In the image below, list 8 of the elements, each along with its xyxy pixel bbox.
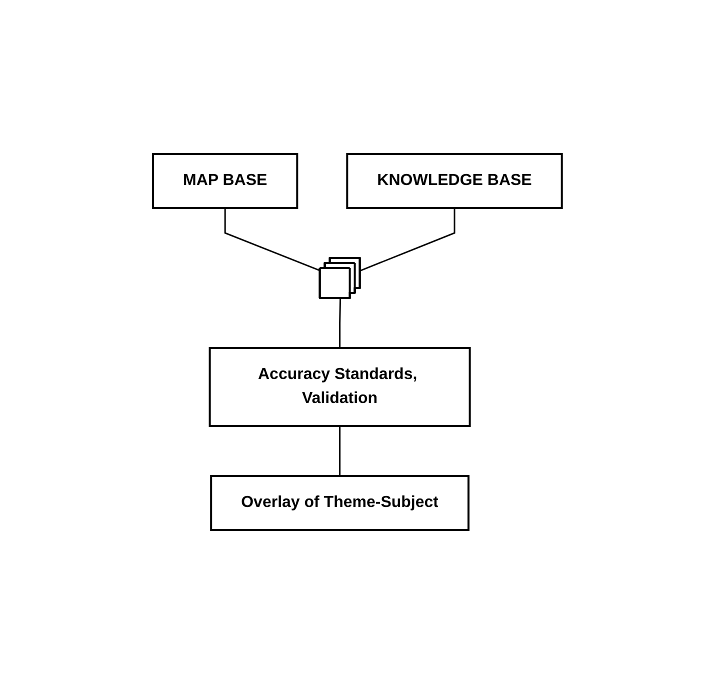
node-box: MAP BASE [152, 153, 298, 209]
node-box: Overlay of Theme-Subject [210, 475, 470, 531]
connector [360, 208, 456, 272]
connector [224, 208, 321, 272]
connector [339, 298, 342, 348]
node-box: Accuracy Standards, Validation [208, 347, 471, 427]
connector [339, 426, 341, 476]
node-box: KNOWLEDGE BASE [346, 153, 563, 209]
